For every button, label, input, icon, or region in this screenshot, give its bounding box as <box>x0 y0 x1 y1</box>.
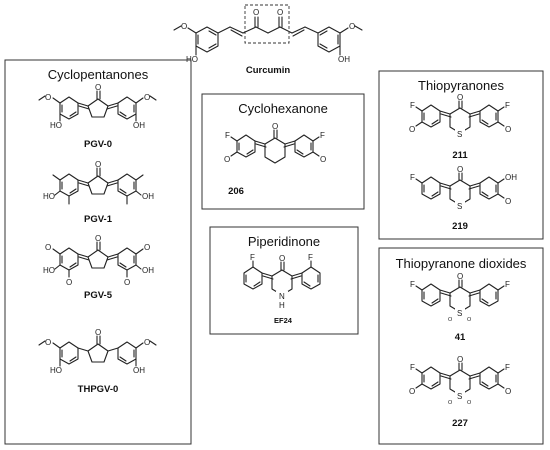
compound-211-structure: O S F O F O <box>409 93 511 139</box>
svg-text:OH: OH <box>133 366 145 375</box>
thiopyranones-title: Thiopyranones <box>418 78 504 93</box>
svg-text:O: O <box>505 197 511 206</box>
compound-227-structure: O S O O F O F O <box>409 355 511 406</box>
curcumin-hydroxyl-right: OH <box>338 55 350 64</box>
svg-text:O: O <box>457 355 463 364</box>
svg-text:HO: HO <box>50 366 62 375</box>
svg-text:F: F <box>505 280 510 289</box>
svg-text:O: O <box>409 387 415 396</box>
svg-text:F: F <box>250 253 255 262</box>
svg-text:OH: OH <box>133 121 145 130</box>
piperidinone-box <box>209 226 359 335</box>
compound-211-label: 211 <box>452 150 468 161</box>
svg-text:F: F <box>410 363 415 372</box>
pgv-0-structure: O O HO O OH <box>38 83 157 130</box>
svg-text:F: F <box>410 173 415 182</box>
thiopyranones-box <box>378 70 544 240</box>
svg-text:O: O <box>45 338 51 347</box>
svg-text:O: O <box>66 278 72 287</box>
compound-206-label: 206 <box>228 186 244 197</box>
svg-text:O: O <box>467 400 472 406</box>
cyclopentanones-box <box>4 59 192 445</box>
svg-text:O: O <box>95 234 101 243</box>
svg-text:O: O <box>144 338 150 347</box>
svg-text:HO: HO <box>43 192 55 201</box>
svg-text:O: O <box>505 387 511 396</box>
thpgv-0-structure: O O HO O OH <box>38 328 157 375</box>
svg-text:HO: HO <box>43 266 55 275</box>
svg-text:O: O <box>448 317 453 323</box>
svg-text:O: O <box>457 93 463 102</box>
svg-text:O: O <box>457 165 463 174</box>
compound-41-structure: O S O O F F <box>410 272 510 323</box>
ef24-structure: O N H F F <box>243 253 321 310</box>
piperidinone-title: Piperidinone <box>248 234 320 249</box>
svg-text:O: O <box>95 83 101 92</box>
curcumin-carbonyl-1: O <box>253 8 259 17</box>
svg-text:O: O <box>95 160 101 169</box>
svg-text:O: O <box>505 125 511 134</box>
svg-text:O: O <box>279 254 285 263</box>
thiopyranone-dioxides-box <box>378 247 544 445</box>
cyclohexanone-title: Cyclohexanone <box>238 101 328 116</box>
curcumin-label: Curcumin <box>246 65 291 76</box>
svg-text:O: O <box>448 400 453 406</box>
pgv-0-label: PGV-0 <box>84 139 112 150</box>
svg-text:OH: OH <box>505 173 517 182</box>
svg-text:F: F <box>410 101 415 110</box>
svg-text:S: S <box>457 309 462 318</box>
compound-41-label: 41 <box>455 332 466 343</box>
svg-text:F: F <box>505 363 510 372</box>
svg-text:O: O <box>144 93 150 102</box>
svg-text:OH: OH <box>142 266 154 275</box>
svg-text:O: O <box>409 125 415 134</box>
compound-227-label: 227 <box>452 418 468 429</box>
svg-text:H: H <box>279 301 285 310</box>
compound-206-structure: O F O F O <box>224 122 326 164</box>
svg-text:F: F <box>320 131 325 140</box>
svg-text:O: O <box>457 272 463 281</box>
curcumin-methoxy-right: O <box>349 22 355 31</box>
pgv-5-structure: O O O HO O O OH <box>43 234 154 287</box>
svg-text:O: O <box>124 278 130 287</box>
svg-text:O: O <box>224 155 230 164</box>
svg-text:O: O <box>45 93 51 102</box>
thpgv-0-label: THPGV-0 <box>78 384 119 395</box>
svg-text:F: F <box>410 280 415 289</box>
curcumin-carbonyl-2: O <box>277 8 283 17</box>
thiopyranone-dioxides-title: Thiopyranone dioxides <box>396 256 527 271</box>
svg-text:S: S <box>457 202 462 211</box>
svg-text:O: O <box>467 317 472 323</box>
pgv-1-label: PGV-1 <box>84 214 113 225</box>
svg-text:S: S <box>457 130 462 139</box>
cyclopentanones-title: Cyclopentanones <box>48 67 149 82</box>
compound-219-structure: O S F OH O <box>410 165 517 211</box>
svg-text:O: O <box>320 155 326 164</box>
curcumin-hydroxyl-left: HO <box>186 55 198 64</box>
svg-text:O: O <box>45 243 51 252</box>
svg-text:OH: OH <box>142 192 154 201</box>
svg-text:S: S <box>457 392 462 401</box>
svg-text:N: N <box>279 292 285 301</box>
svg-text:F: F <box>505 101 510 110</box>
svg-text:F: F <box>225 131 230 140</box>
svg-text:O: O <box>144 243 150 252</box>
cyclohexanone-box <box>201 93 365 210</box>
svg-text:O: O <box>95 328 101 337</box>
ef24-label: EF24 <box>274 316 293 325</box>
curcumin-methoxy-left: O <box>181 22 187 31</box>
svg-text:F: F <box>308 253 313 262</box>
svg-text:O: O <box>272 122 278 131</box>
curcumin-structure: O HO O O O OH <box>173 4 363 64</box>
pgv-5-label: PGV-5 <box>84 290 113 301</box>
svg-text:HO: HO <box>50 121 62 130</box>
pgv-1-structure: O HO OH <box>43 160 154 205</box>
diketone-highlight-box <box>244 4 290 44</box>
compound-219-label: 219 <box>452 221 468 232</box>
